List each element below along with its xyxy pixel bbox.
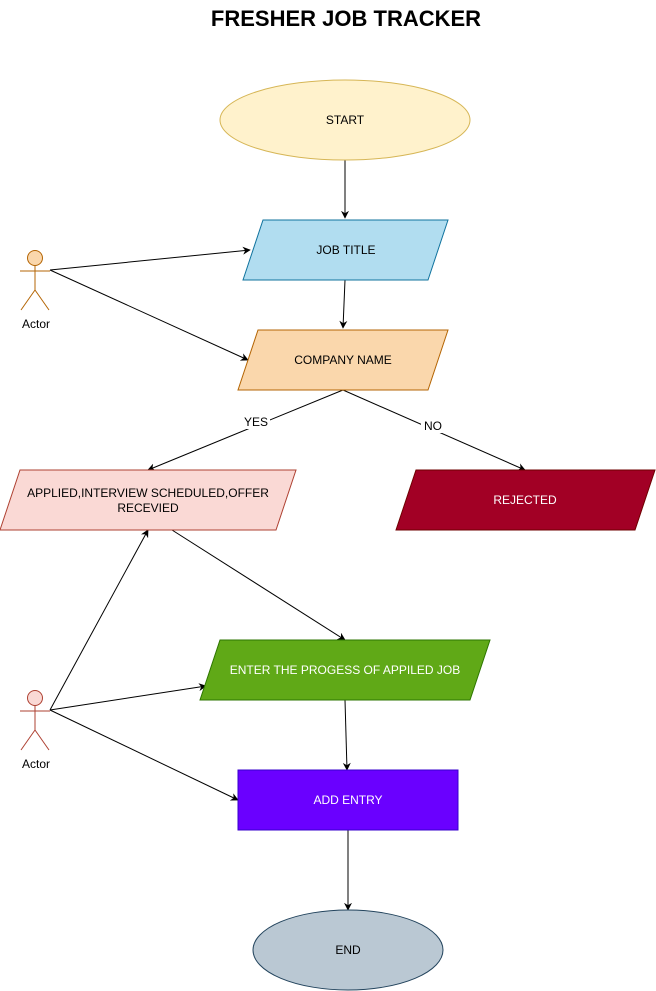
actor-1-icon [20,250,50,311]
add-entry-node: ADD ENTRY [237,769,459,831]
edge-actor1-to-job-title [49,246,251,271]
edge-label-yes: YES [244,415,268,429]
applied-node: APPLIED,INTERVIEW SCHEDULED,OFFER RECEVI… [0,469,297,531]
applied-label-line2: RECEVIED [117,501,179,515]
edge-actor2-to-applied [49,529,149,711]
add-entry-label: ADD ENTRY [313,793,382,807]
rejected-label: REJECTED [493,493,557,507]
page-title: FRESHER JOB TRACKER [210,6,482,31]
edge-applied-to-progress [171,529,346,641]
company-name-node: COMPANY NAME [237,329,449,391]
edges [49,160,526,911]
enter-progress-label: ENTER THE PROGESS OF APPILED JOB [230,663,461,677]
actor-1-label: Actor [22,317,50,331]
job-title-node: JOB TITLE [242,219,449,281]
edge-actor2-to-progress [49,683,207,711]
edge-label-no: NO [424,419,442,433]
start-label: START [326,113,365,127]
edge-progress-to-add-entry [342,699,351,771]
end-label: END [335,943,361,957]
job-title-label: JOB TITLE [316,243,375,257]
edge-company-to-applied [147,389,344,471]
rejected-node: REJECTED [395,469,656,531]
actor-2-label: Actor [22,757,50,771]
actor-2-icon [20,690,50,751]
edge-actor2-to-add-entry [49,709,239,801]
edge-label-yes-group: YES [242,415,270,429]
edge-actor1-to-company [49,269,249,361]
applied-label-line1: APPLIED,INTERVIEW SCHEDULED,OFFER [27,486,269,500]
edge-label-no-group: NO [421,419,445,433]
company-name-label: COMPANY NAME [294,353,392,367]
start-node: START [219,79,471,161]
edge-job-title-to-company [339,279,348,329]
enter-progress-node: ENTER THE PROGESS OF APPILED JOB [199,639,491,701]
end-node: END [252,909,444,991]
